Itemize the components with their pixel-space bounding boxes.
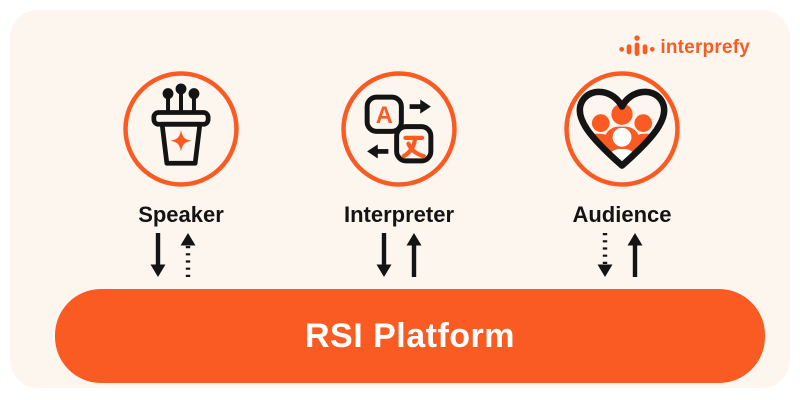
entity-interpreter: A Interpreter: [319, 70, 479, 279]
podium-microphones-icon: [123, 71, 239, 187]
entity-audience: Audience: [542, 70, 702, 279]
interpreter-flow-arrows: [376, 233, 422, 277]
audience-flow-arrows: [597, 233, 643, 277]
svg-text:A: A: [376, 102, 393, 128]
soundwave-icon: [619, 35, 655, 57]
brand-logo: interprefy: [619, 34, 750, 61]
interpreter-label: Interpreter: [343, 202, 455, 227]
language-translation-icon: A: [341, 71, 457, 187]
entity-speaker: Speaker: [101, 70, 261, 279]
audience-label: Audience: [572, 202, 672, 227]
rsi-platform-bar: RSI Platform: [55, 289, 765, 383]
speaker-flow-arrows: [150, 233, 196, 277]
heart-audience-icon: [564, 71, 680, 187]
speaker-label: Speaker: [138, 202, 224, 227]
background-panel: interprefy Speaker: [10, 10, 790, 388]
brand-name: interprefy: [660, 36, 750, 58]
platform-label: RSI Platform: [304, 316, 516, 355]
